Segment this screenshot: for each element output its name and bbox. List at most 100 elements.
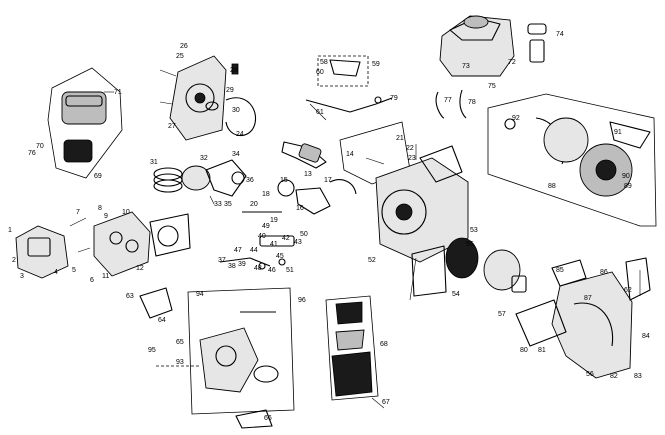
part-callout-19: 19 bbox=[270, 217, 278, 224]
part-callout-6: 6 bbox=[90, 277, 94, 284]
part-callout-41: 41 bbox=[270, 241, 278, 248]
part-callout-74: 74 bbox=[556, 31, 564, 38]
small-parts-group bbox=[219, 211, 295, 270]
part-callout-28: 28 bbox=[230, 67, 238, 74]
part-callout-80: 80 bbox=[520, 347, 528, 354]
part-callout-76: 76 bbox=[28, 150, 36, 157]
part-callout-75: 75 bbox=[488, 83, 496, 90]
air-filter-group bbox=[325, 295, 385, 409]
part-callout-40: 40 bbox=[258, 233, 266, 240]
part-callout-64: 64 bbox=[158, 317, 166, 324]
part-callout-27: 27 bbox=[168, 123, 176, 130]
part-callout-45: 45 bbox=[276, 253, 284, 260]
part-callout-37: 37 bbox=[218, 257, 226, 264]
part-callout-94: 94 bbox=[196, 291, 204, 298]
piston-group bbox=[153, 159, 247, 205]
part-callout-77: 77 bbox=[444, 97, 452, 104]
carburetor-group bbox=[139, 287, 295, 429]
crankcase-block bbox=[339, 121, 469, 263]
part-callout-15: 15 bbox=[280, 177, 288, 184]
part-callout-52: 52 bbox=[368, 257, 376, 264]
part-callout-16: 16 bbox=[296, 205, 304, 212]
part-callout-78: 78 bbox=[468, 99, 476, 106]
crankcase-cover-group bbox=[159, 55, 257, 141]
part-callout-56: 56 bbox=[586, 371, 594, 378]
part-callout-7: 7 bbox=[76, 209, 80, 216]
part-callout-48: 48 bbox=[254, 265, 262, 272]
part-callout-81: 81 bbox=[538, 347, 546, 354]
part-callout-4: 4 bbox=[54, 269, 58, 276]
part-callout-88: 88 bbox=[548, 183, 556, 190]
part-callout-10: 10 bbox=[122, 209, 130, 216]
part-callout-57: 57 bbox=[498, 311, 506, 318]
part-callout-25: 25 bbox=[176, 53, 184, 60]
part-callout-49: 49 bbox=[262, 223, 270, 230]
part-callout-86: 86 bbox=[600, 269, 608, 276]
part-callout-12: 12 bbox=[136, 265, 144, 272]
part-callout-62: 62 bbox=[624, 287, 632, 294]
part-callout-85: 85 bbox=[556, 267, 564, 274]
part-callout-3: 3 bbox=[20, 273, 24, 280]
part-callout-46: 46 bbox=[268, 267, 276, 274]
part-callout-11: 11 bbox=[102, 273, 109, 280]
part-callout-54: 54 bbox=[452, 291, 460, 298]
cylinder-head-group bbox=[15, 211, 191, 279]
part-callout-18: 18 bbox=[262, 191, 270, 198]
rocker-cover-group bbox=[47, 67, 123, 179]
part-callout-91: 91 bbox=[614, 129, 622, 136]
part-callout-89: 89 bbox=[624, 183, 632, 190]
part-callout-36: 36 bbox=[246, 177, 254, 184]
part-callout-55: 55 bbox=[466, 241, 474, 248]
part-callout-34: 34 bbox=[232, 151, 240, 158]
part-callout-65: 65 bbox=[176, 339, 184, 346]
part-callout-17: 17 bbox=[324, 177, 332, 184]
part-callout-31: 31 bbox=[150, 159, 158, 166]
part-callout-67: 67 bbox=[382, 399, 390, 406]
part-callout-70: 70 bbox=[36, 143, 44, 150]
part-callout-14: 14 bbox=[346, 151, 354, 158]
part-callout-51: 51 bbox=[286, 267, 294, 274]
part-callout-92: 92 bbox=[512, 115, 520, 122]
part-callout-13: 13 bbox=[304, 171, 312, 178]
part-callout-83: 83 bbox=[634, 373, 642, 380]
part-callout-66: 66 bbox=[264, 415, 272, 422]
part-callout-61: 61 bbox=[316, 109, 324, 116]
part-callout-32: 32 bbox=[200, 155, 208, 162]
part-callout-35: 35 bbox=[224, 201, 232, 208]
part-callout-22: 22 bbox=[406, 145, 414, 152]
fan-shroud-group bbox=[515, 257, 651, 379]
part-callout-42: 42 bbox=[282, 235, 290, 242]
part-callout-73: 73 bbox=[462, 63, 470, 70]
part-callout-47: 47 bbox=[234, 247, 242, 254]
part-callout-95: 95 bbox=[148, 347, 156, 354]
part-callout-30: 30 bbox=[232, 107, 240, 114]
part-callout-71: 71 bbox=[114, 89, 122, 96]
part-callout-21: 21 bbox=[396, 135, 404, 142]
part-callout-58: 58 bbox=[320, 59, 328, 66]
part-callout-60: 60 bbox=[316, 69, 324, 76]
part-callout-87: 87 bbox=[584, 295, 592, 302]
part-callout-82: 82 bbox=[610, 373, 618, 380]
part-callout-96: 96 bbox=[298, 297, 306, 304]
part-callout-50: 50 bbox=[300, 231, 308, 238]
part-callout-24: 24 bbox=[236, 131, 244, 138]
part-callout-59: 59 bbox=[372, 61, 380, 68]
part-callout-44: 44 bbox=[250, 247, 258, 254]
part-callout-9: 9 bbox=[104, 213, 108, 220]
camshaft-group bbox=[277, 141, 357, 215]
part-callout-63: 63 bbox=[126, 293, 134, 300]
part-callout-43: 43 bbox=[294, 239, 302, 246]
part-callout-39: 39 bbox=[238, 261, 246, 268]
part-callout-69: 69 bbox=[94, 173, 102, 180]
flywheel-group bbox=[409, 237, 527, 301]
part-callout-33: 33 bbox=[214, 201, 222, 208]
part-callout-23: 23 bbox=[408, 155, 416, 162]
part-callout-5: 5 bbox=[72, 267, 76, 274]
part-callout-1: 1 bbox=[8, 227, 12, 234]
part-callout-20: 20 bbox=[250, 201, 258, 208]
part-callout-93: 93 bbox=[176, 359, 184, 366]
linkage-group bbox=[305, 55, 393, 121]
part-callout-53: 53 bbox=[470, 227, 478, 234]
part-number-labels: 7170766926252728293024313233343536131415… bbox=[8, 31, 650, 422]
